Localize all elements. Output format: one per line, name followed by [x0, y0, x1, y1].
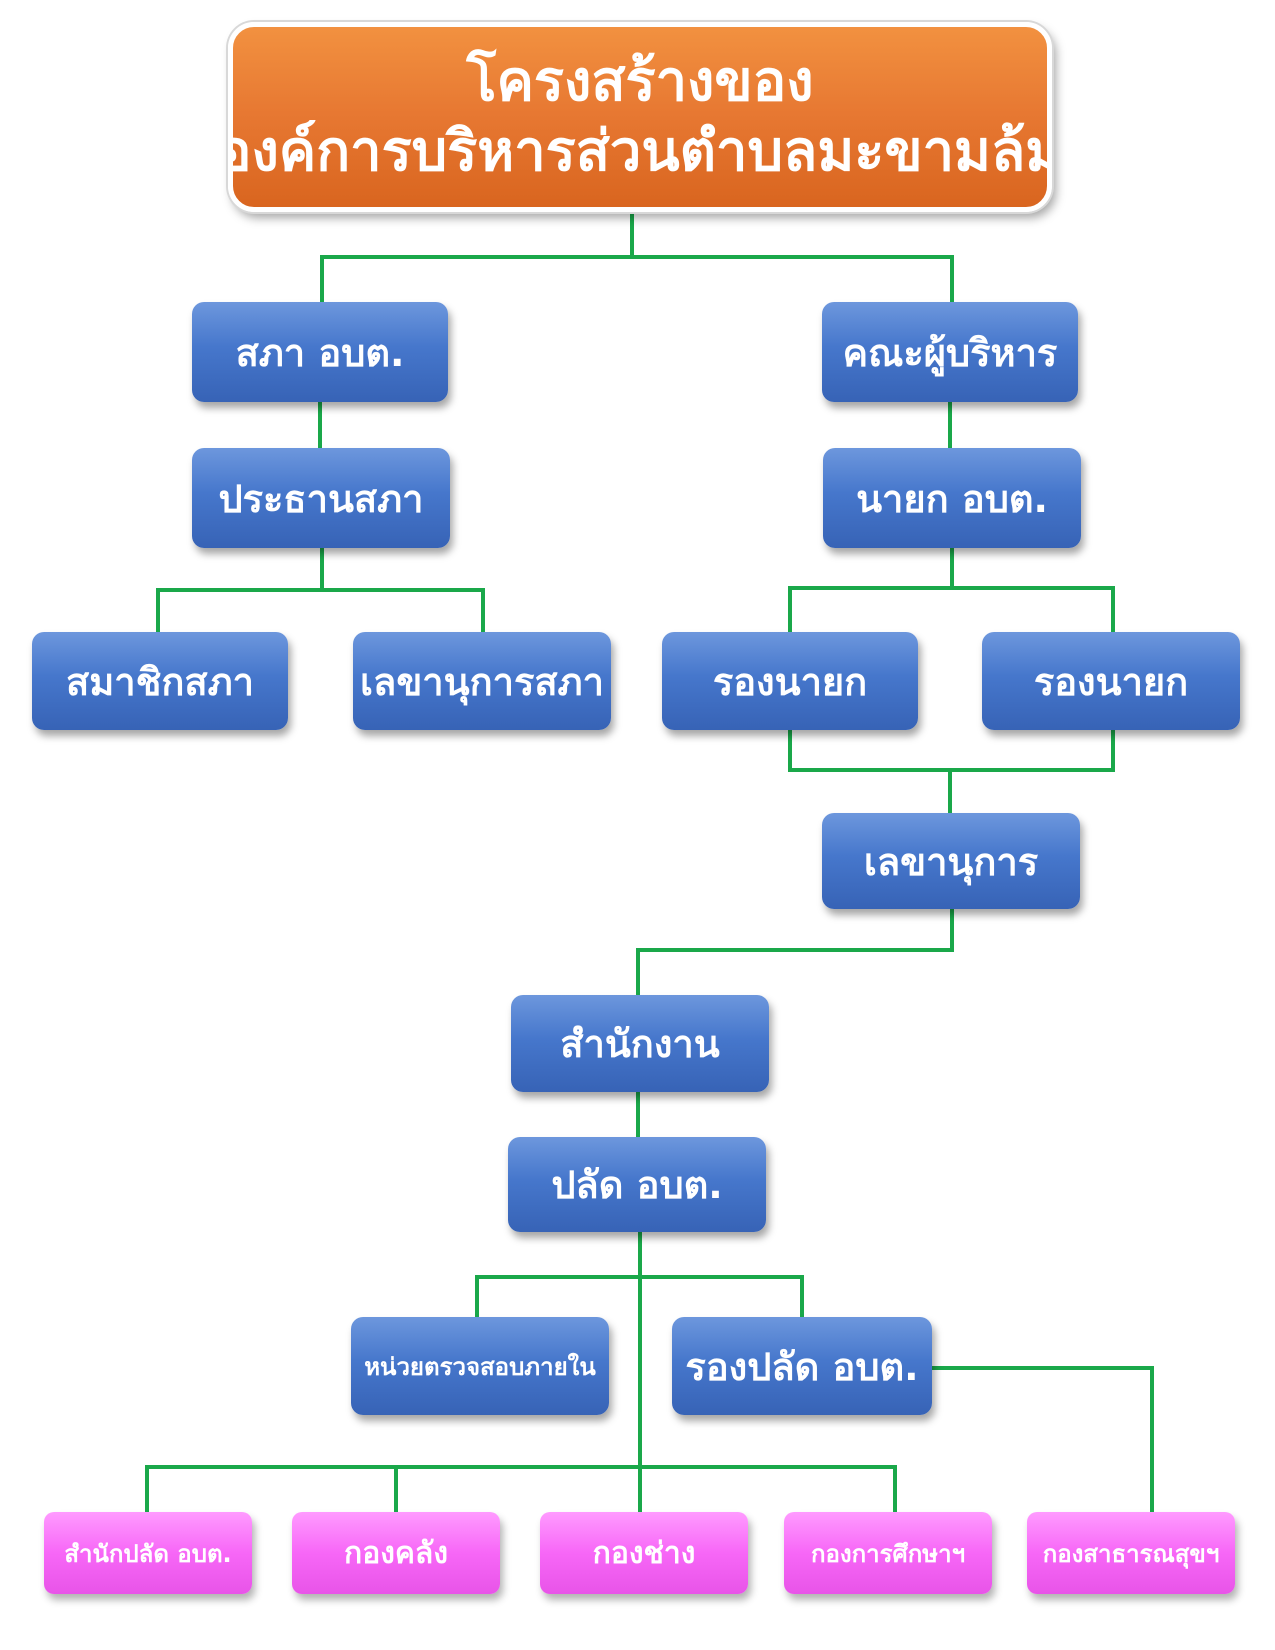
connector-chief-branch	[475, 1275, 804, 1319]
box-deputy-mayor-2: รองนายก	[982, 632, 1240, 730]
box-office: สำนักงาน	[511, 995, 769, 1092]
chart-title-line-2: องค์การบริหารส่วนตำบลมะขามล้ม	[228, 119, 1052, 184]
chart-title-line-1: โครงสร้างของ	[466, 49, 814, 114]
connector-mayor-branch	[788, 586, 1115, 634]
box-dept-finance: กองคลัง	[292, 1512, 500, 1594]
connector-president-branch	[156, 588, 485, 634]
box-chief-admin: ปลัด อบต.	[508, 1137, 766, 1232]
connector-secretary-office	[636, 907, 954, 997]
connector-deputy-public-health	[930, 1366, 1154, 1514]
box-dept-education: กองการศึกษาฯ	[784, 1512, 992, 1594]
box-council-president: ประธานสภา	[192, 448, 450, 548]
box-dept-engineering: กองช่าง	[540, 1512, 748, 1594]
connector-deputies-join	[788, 726, 1115, 772]
box-mayor: นายก อบต.	[823, 448, 1081, 548]
box-council-member: สมาชิกสภา	[32, 632, 288, 730]
box-dept-public-health: กองสาธารณสุขฯ	[1027, 1512, 1235, 1594]
connector-dept-bar	[145, 1465, 897, 1512]
connector-top-branch	[320, 255, 954, 304]
box-deputy-chief-admin: รองปลัด อบต.	[672, 1317, 932, 1415]
box-internal-audit: หน่วยตรวจสอบภายใน	[351, 1317, 609, 1415]
box-council-secretary: เลขานุการสภา	[353, 632, 611, 730]
box-dept-chief-office: สำนักปลัด อบต.	[44, 1512, 252, 1594]
box-deputy-mayor-1: รองนายก	[662, 632, 918, 730]
box-executive-board: คณะผู้บริหาร	[822, 302, 1078, 402]
box-secretary: เลขานุการ	[822, 813, 1080, 909]
box-council: สภา อบต.	[192, 302, 448, 402]
chart-title: โครงสร้างของ องค์การบริหารส่วนตำบลมะขามล…	[228, 22, 1052, 212]
